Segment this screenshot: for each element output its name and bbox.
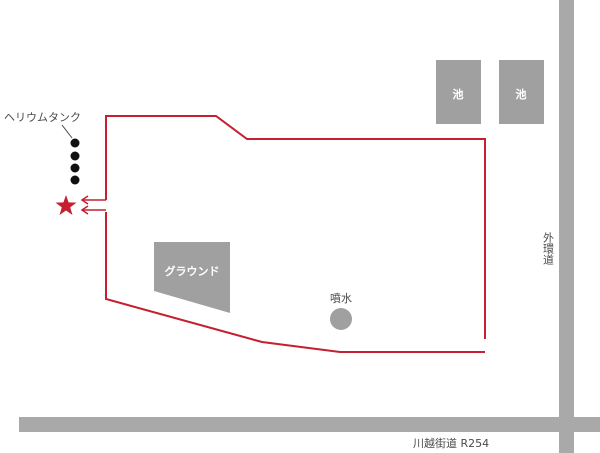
outer-ring-road-label: 外環道 [542,232,555,265]
site-boundary-route-bottom [105,212,485,353]
kawagoe-road [19,417,600,432]
fountain-icon [330,308,352,330]
pond-left-label: 池 [453,87,464,101]
kawagoe-road-label: 川越街道 R254 [413,436,489,450]
pond-left [436,60,481,124]
ground-area [154,242,230,313]
helium-tank-leader-line [61,124,73,139]
helium-tank-icon [70,138,80,185]
helium-tank-label: ヘリウムタンク [4,111,81,124]
arrow-left-icon [80,195,106,205]
site-boundary-route [105,115,486,339]
ground-label: グラウンド [165,264,220,278]
fountain-label: 噴水 [330,292,352,305]
star-icon [55,195,77,215]
arrow-left-icon [80,205,106,215]
outer-ring-road [559,0,574,453]
pond-right [499,60,544,124]
pond-right-label: 池 [516,87,527,101]
